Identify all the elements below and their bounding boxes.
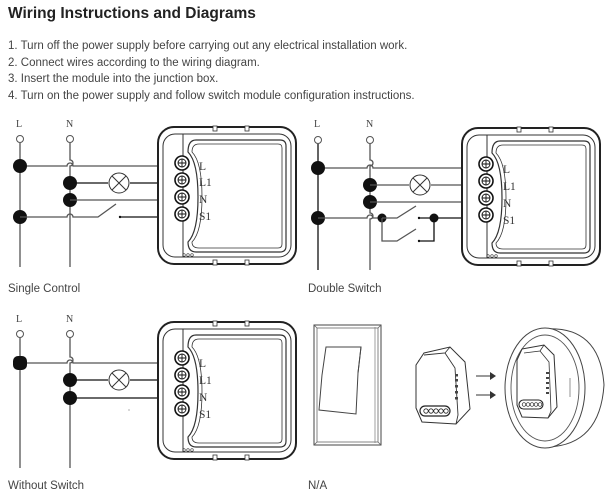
without-switch-diagram: L N L L1 N S1 [13, 314, 297, 468]
svg-text:S1: S1 [199, 211, 211, 223]
step-item: 3. Insert the module into the junction b… [8, 73, 219, 85]
switch-module-icon [415, 346, 471, 425]
wall-switch-icon [313, 324, 382, 446]
insert-arrow-icon [476, 372, 496, 399]
double-switch-diagram: L N L L1 N S1 [311, 119, 601, 270]
svg-text:S1: S1 [503, 215, 515, 227]
page-title: Wiring Instructions and Diagrams [8, 5, 256, 22]
diagram-caption: N/A [308, 480, 328, 492]
svg-text:N: N [503, 198, 512, 210]
line-label-n: N [66, 314, 73, 325]
svg-text:N: N [199, 194, 208, 206]
step-item: 4. Turn on the power supply and follow s… [8, 89, 415, 102]
line-label-l: L [16, 314, 22, 325]
line-label-n: N [366, 119, 373, 130]
svg-text:L: L [199, 161, 206, 173]
single-control-diagram: L N L L1 N S1 [13, 119, 297, 267]
svg-text:L: L [503, 164, 510, 176]
diagram-caption: Double Switch [308, 283, 382, 295]
line-label-l: L [314, 119, 320, 130]
svg-text:N: N [199, 392, 208, 404]
svg-text:L1: L1 [503, 181, 516, 193]
junction-box-icon [504, 327, 605, 449]
svg-text:L: L [199, 358, 206, 370]
diagram-caption: Single Control [8, 283, 80, 295]
instruction-steps: 1. Turn off the power supply before carr… [8, 38, 415, 104]
step-item: 1. Turn off the power supply before carr… [8, 40, 408, 52]
svg-text:L1: L1 [199, 375, 212, 387]
line-label-n: N [66, 119, 73, 130]
line-label-l: L [16, 119, 22, 130]
step-item: 2. Connect wires according to the wiring… [8, 56, 260, 69]
svg-text:L1: L1 [199, 177, 212, 189]
diagram-caption: Without Switch [8, 480, 84, 492]
svg-text:S1: S1 [199, 409, 211, 421]
installation-illustration [313, 324, 605, 449]
